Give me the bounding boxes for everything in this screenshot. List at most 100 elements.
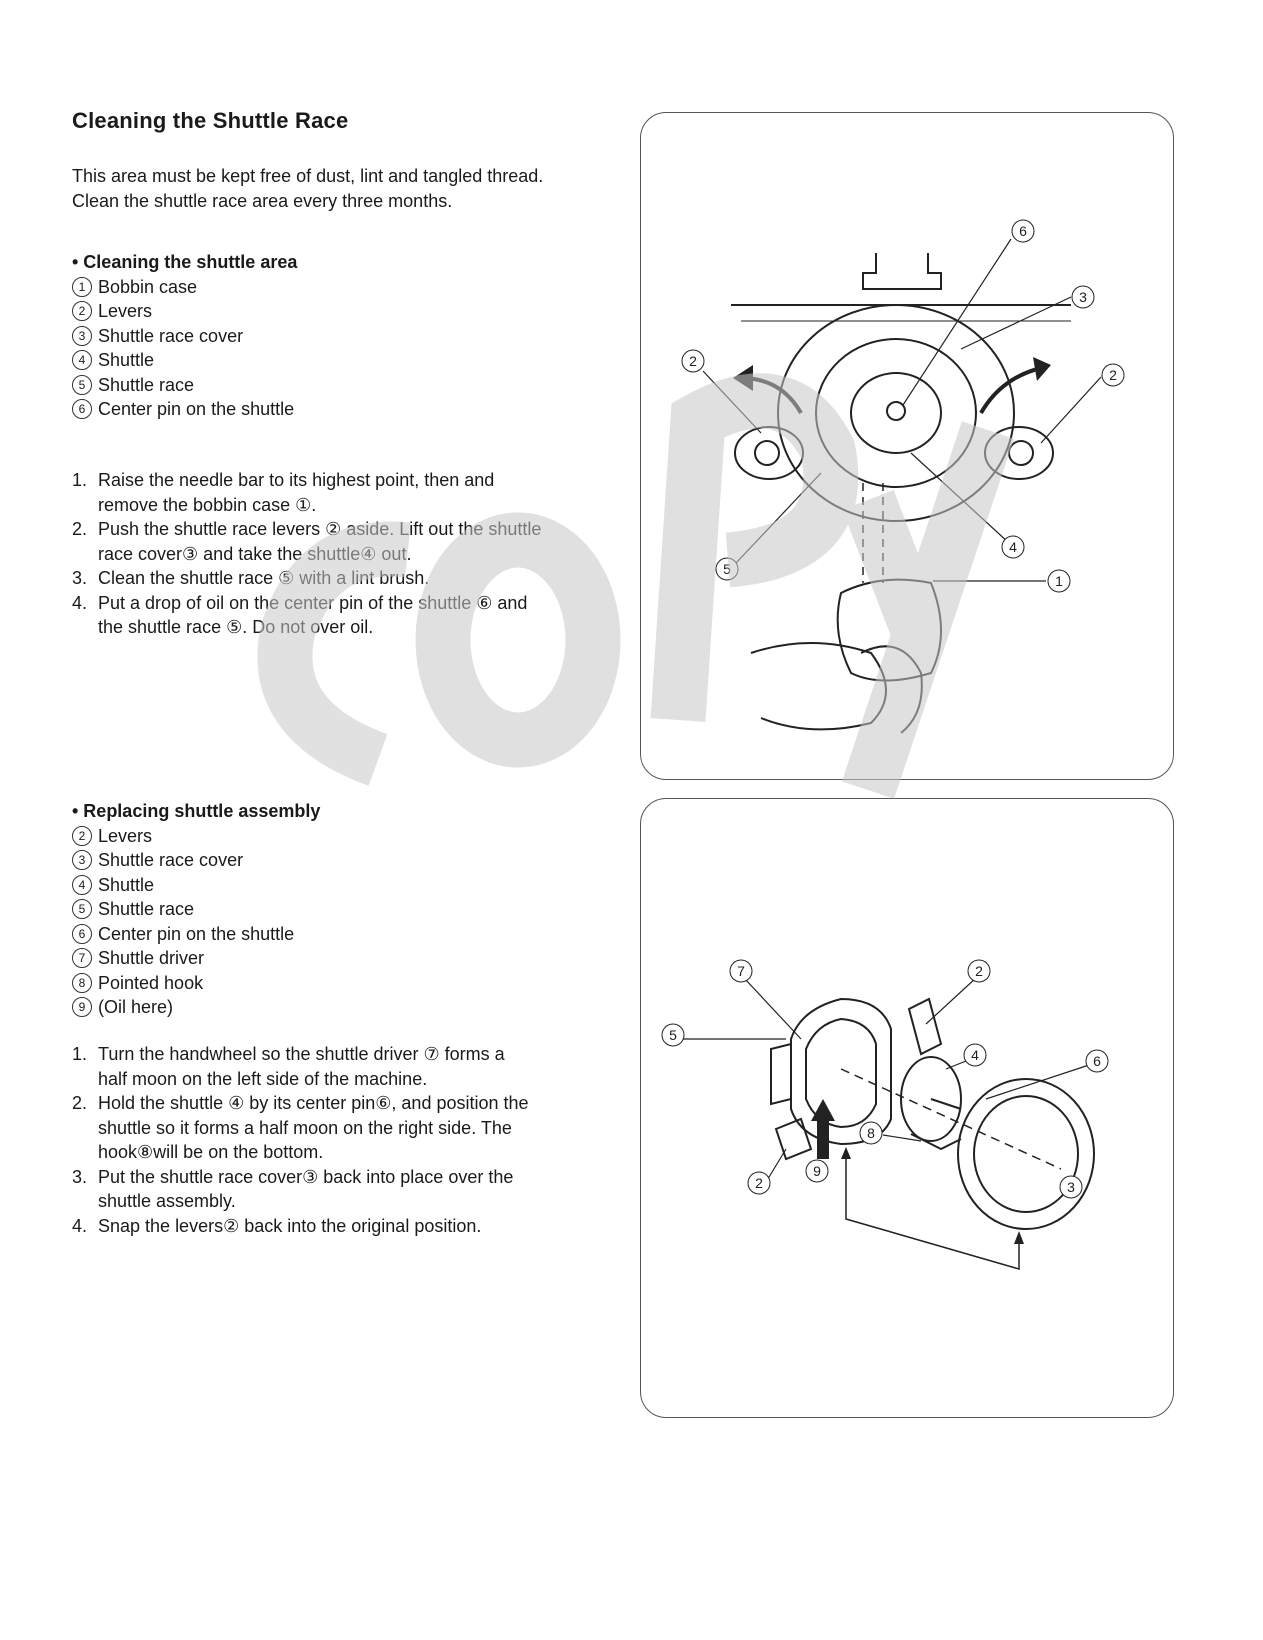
callout-label: 3 — [1079, 289, 1087, 305]
callout-label: 6 — [1093, 1053, 1101, 1069]
step-number: 3. — [72, 1166, 88, 1187]
step-item: 3. Put the shuttle race cover③ back into … — [72, 1165, 620, 1214]
step-number: 1. — [72, 1044, 88, 1064]
step-line: Push the shuttle race levers ② aside. Li… — [98, 519, 542, 539]
circled-number: 3 — [72, 325, 92, 346]
step-item: 1. Turn the handwheel so the shuttle driv… — [72, 1042, 620, 1091]
list-item: 3 Shuttle race cover — [72, 324, 620, 349]
step-line: shuttle so it forms a half moon on the r… — [98, 1117, 512, 1138]
step-text: Snap the levers② back into the original … — [98, 1214, 481, 1239]
circled-number: 5 — [72, 899, 92, 920]
callout-label: 6 — [1019, 223, 1027, 239]
step-item: 4. Put a drop of oil on the center pin of… — [72, 591, 620, 640]
step-line: Hold the shuttle ④ by its center pin⑥, a… — [98, 1093, 529, 1113]
step-text: Put a drop of oil on the center pin of t… — [98, 591, 527, 640]
list-item: 5 Shuttle race — [72, 373, 620, 398]
shuttle-assembly-illustration: 7 2 5 4 6 8 9 2 3 — [661, 959, 1109, 1270]
callout-label: 4 — [1009, 539, 1017, 555]
list-item: 3 Shuttle race cover — [72, 848, 620, 873]
step-item: 2. Hold the shuttle ④ by its center pin⑥,… — [72, 1091, 620, 1165]
circled-number: 6 — [72, 399, 92, 420]
callout-label: 8 — [867, 1125, 875, 1141]
part-label: Center pin on the shuttle — [98, 923, 295, 944]
intro-line-2: Clean the shuttle race area every three … — [72, 190, 453, 211]
step-item: 1. Raise the needle bar to its highest po… — [72, 468, 620, 517]
callout-3: 3 — [1059, 1175, 1083, 1199]
step-number: 2. — [72, 519, 88, 539]
callout-label: 3 — [1067, 1179, 1075, 1195]
intro-text: This area must be kept free of dust, lin… — [72, 164, 620, 213]
part-label: Shuttle driver — [98, 948, 205, 968]
part-label: Shuttle race cover — [98, 850, 244, 870]
part-label: (Oil here) — [98, 997, 174, 1017]
callout-label: 9 — [813, 1163, 821, 1179]
step-text: Raise the needle bar to its highest poin… — [98, 468, 494, 517]
shuttle-area-illustration: 6 3 2 2 5 4 1 — [681, 219, 1125, 734]
part-label: Levers — [98, 301, 153, 321]
part-label: Shuttle — [98, 874, 155, 895]
circled-number: 5 — [72, 374, 92, 395]
step-number: 3. — [72, 568, 88, 588]
callout-5: 5 — [715, 557, 739, 581]
part-label: Levers — [98, 825, 153, 846]
step-line: Clean the shuttle race ⑤ with a lint bru… — [98, 568, 430, 588]
callout-label: 5 — [723, 561, 731, 577]
callout-6: 6 — [1011, 219, 1035, 243]
part-label: Shuttle race — [98, 374, 195, 395]
callout-2-left: 2 — [681, 349, 705, 373]
callout-4: 4 — [963, 1043, 987, 1067]
step-text: Hold the shuttle ④ by its center pin⑥, a… — [98, 1091, 529, 1165]
callout-label: 2 — [1109, 367, 1117, 383]
circled-number: 2 — [72, 301, 92, 322]
cleaning-heading: • Cleaning the shuttle area — [72, 252, 298, 272]
step-line: half moon on the left side of the machin… — [98, 1068, 428, 1089]
step-number: 2. — [72, 1093, 88, 1113]
circled-number: 9 — [72, 997, 92, 1018]
step-line: hook⑧will be on the bottom. — [98, 1142, 324, 1162]
list-item: 2 Levers — [72, 824, 620, 849]
callout-6: 6 — [1085, 1049, 1109, 1073]
list-item: 2 Levers — [72, 299, 620, 324]
page-title: Cleaning the Shuttle Race — [72, 108, 349, 133]
callout-label: 7 — [737, 963, 745, 979]
part-label: Shuttle — [98, 350, 155, 370]
step-number: 4. — [72, 592, 88, 613]
circled-number: 3 — [72, 850, 92, 871]
list-item: 6 Center pin on the shuttle — [72, 922, 620, 947]
circled-number: 7 — [72, 948, 92, 969]
step-text: Turn the handwheel so the shuttle driver… — [98, 1042, 505, 1091]
circled-number: 2 — [72, 825, 92, 846]
callout-label: 2 — [689, 353, 697, 369]
part-label: Center pin on the shuttle — [98, 399, 295, 419]
list-item: 7 Shuttle driver — [72, 946, 620, 971]
circled-number: 6 — [72, 923, 92, 944]
part-label: Pointed hook — [98, 972, 204, 993]
step-line: Snap the levers② back into the original … — [98, 1215, 482, 1236]
step-text: Clean the shuttle race ⑤ with a lint bru… — [98, 566, 429, 591]
callout-4: 4 — [1001, 535, 1025, 559]
step-item: 4. Snap the levers② back into the origina… — [72, 1214, 620, 1239]
step-line: Put a drop of oil on the center pin of t… — [98, 592, 528, 613]
step-number: 4. — [72, 1215, 88, 1236]
circled-number: 4 — [72, 874, 92, 895]
figure-replacing-panel: 7 2 5 4 6 8 9 2 3 — [640, 798, 1174, 1418]
step-text: Push the shuttle race levers ② aside. Li… — [98, 517, 541, 566]
list-item: 9 (Oil here) — [72, 995, 620, 1020]
step-line: the shuttle race ⑤. Do not over oil. — [98, 617, 374, 637]
step-number: 1. — [72, 470, 88, 490]
callout-3: 3 — [1071, 285, 1095, 309]
callout-9: 9 — [805, 1159, 829, 1183]
step-line: race cover③ and take the shuttle④ out. — [98, 543, 412, 564]
intro-line-1: This area must be kept free of dust, lin… — [72, 166, 544, 186]
part-label: Shuttle race cover — [98, 325, 244, 346]
callout-label: 1 — [1055, 573, 1063, 589]
step-text: Put the shuttle race cover③ back into pl… — [98, 1165, 513, 1214]
figure-cleaning-panel: 6 3 2 2 5 4 1 — [640, 112, 1174, 780]
